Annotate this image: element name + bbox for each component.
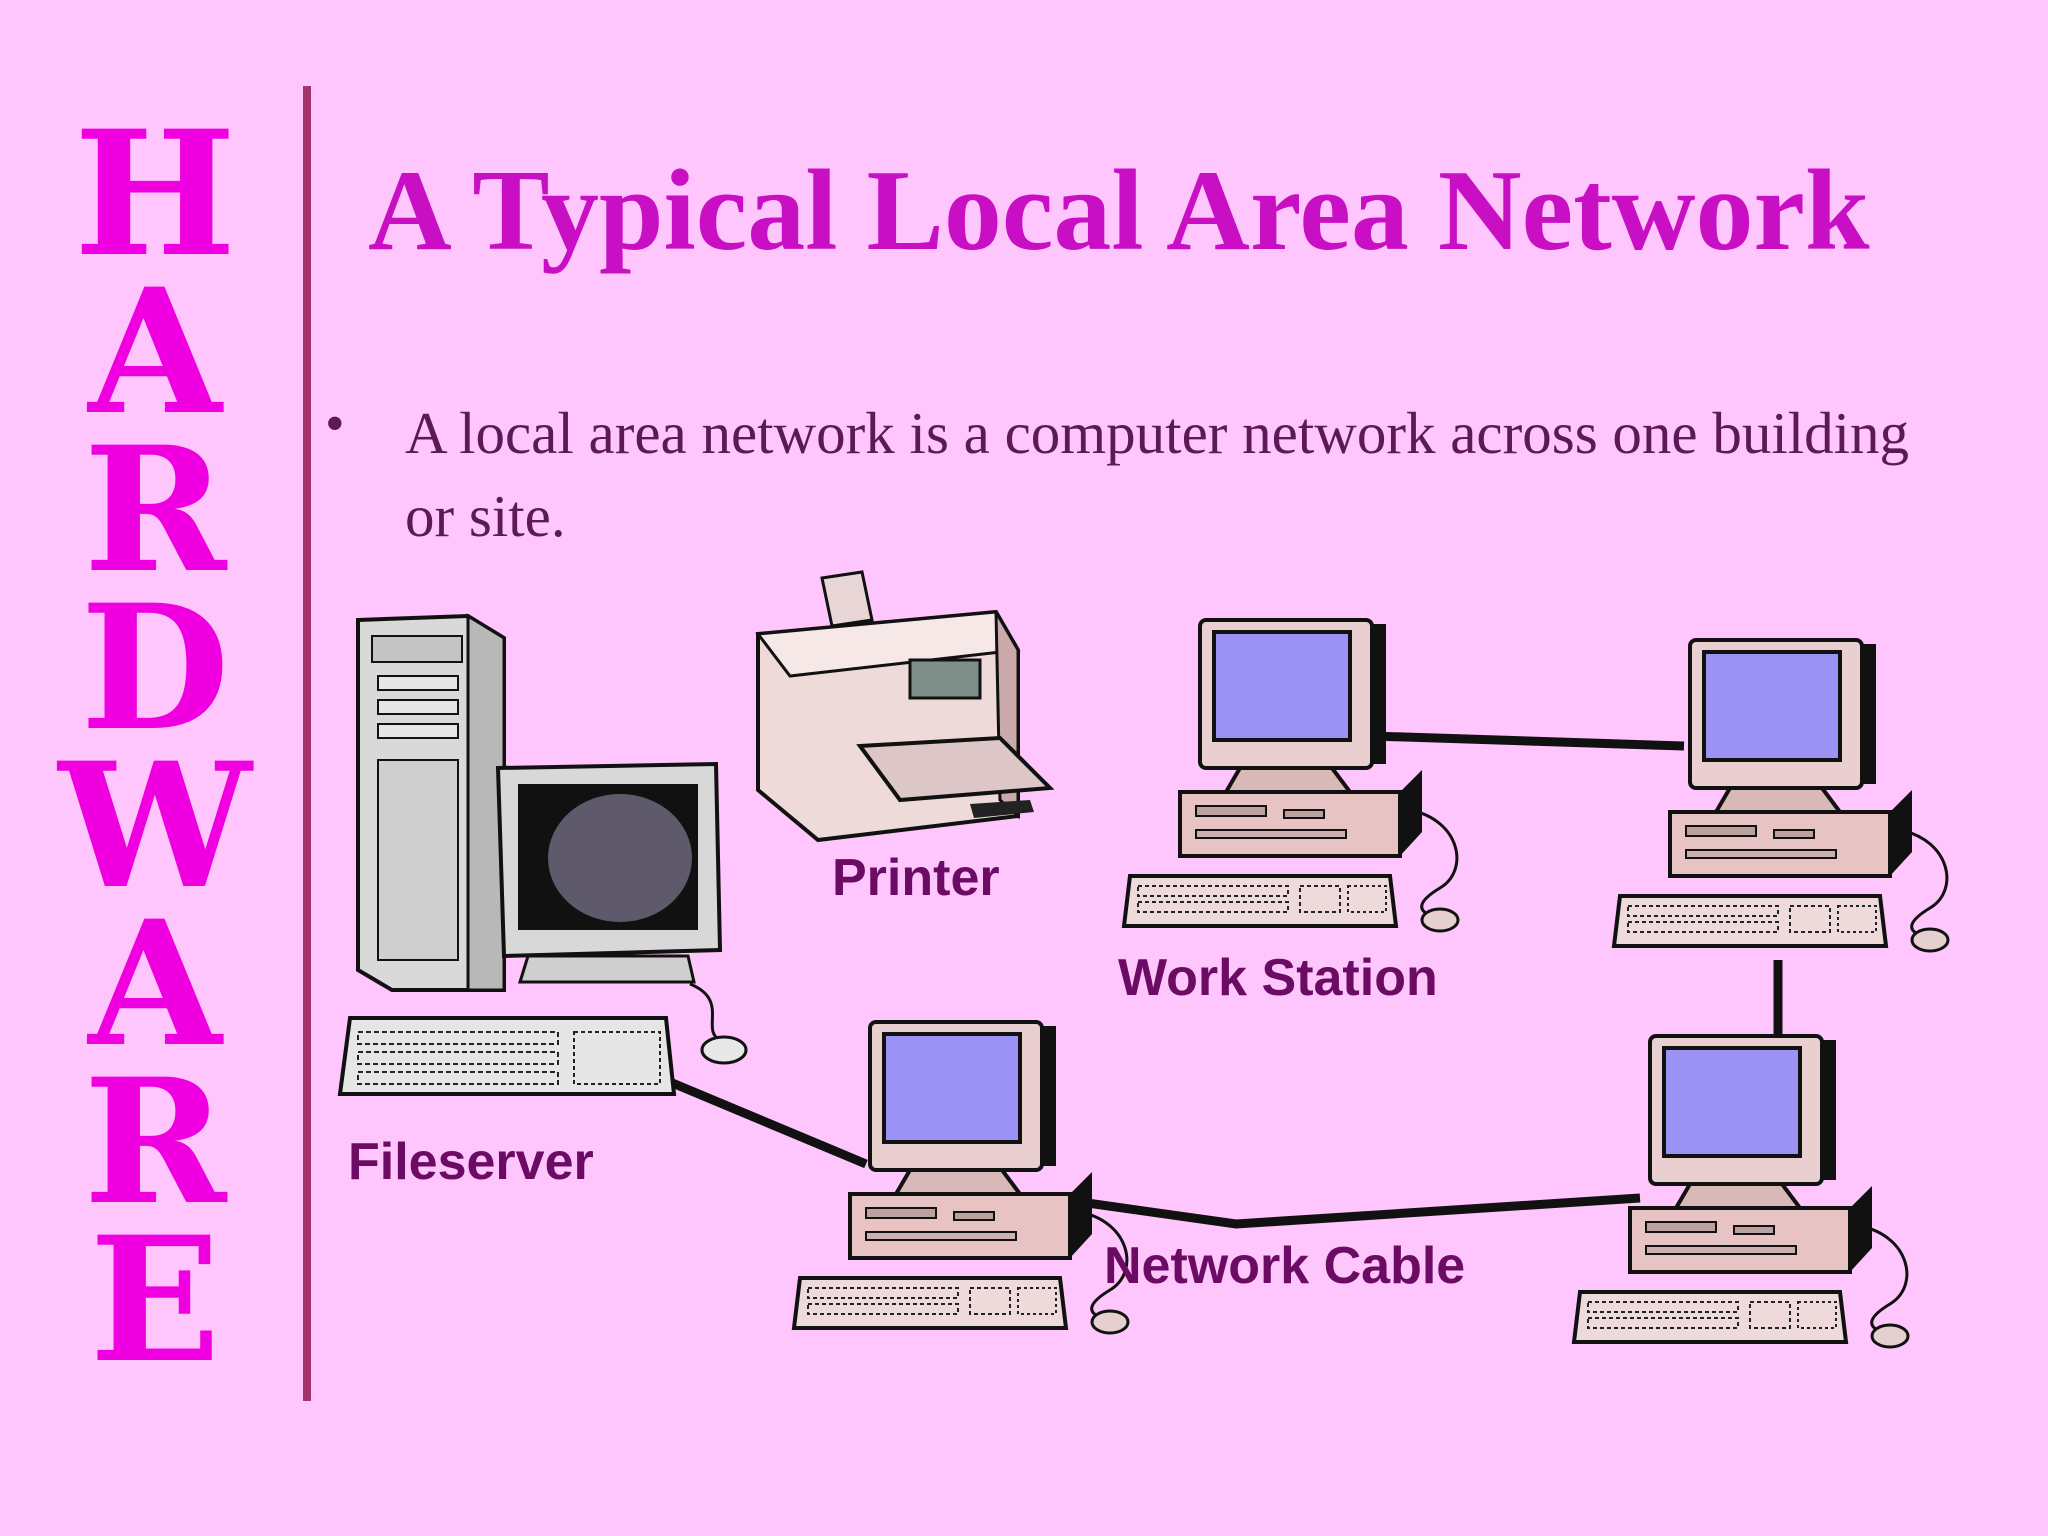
sidebar-letter: A <box>88 882 222 1085</box>
bullet-text: A local area network is a computer netwo… <box>405 400 1910 549</box>
sidebar-letter: E <box>89 1198 221 1401</box>
sidebar-letter: R <box>83 1040 227 1243</box>
workstation-bottom-center <box>792 1020 1130 1335</box>
bullet-dot: • <box>325 393 345 455</box>
vertical-divider <box>303 86 311 1401</box>
workstation-label: Work Station <box>1118 949 1438 1007</box>
workstation-bottom-right <box>1572 1034 1910 1349</box>
workstation-top-left <box>1122 618 1460 933</box>
workstation-top-right <box>1612 638 1950 953</box>
fileserver-label: Fileserver <box>348 1133 594 1191</box>
fileserver-computer <box>337 613 748 1096</box>
network-cable-label: Network Cable <box>1104 1237 1466 1295</box>
sidebar-letter: R <box>83 408 227 611</box>
sidebar-letter: W <box>58 724 252 927</box>
slide-title: A Typical Local Area Network <box>368 147 1870 275</box>
sidebar-letter: H <box>73 92 237 295</box>
printer-device <box>755 570 1055 843</box>
sidebar-letter: A <box>88 250 222 453</box>
sidebar-letter: D <box>80 566 230 769</box>
network-cable <box>668 731 1783 1229</box>
printer-label: Printer <box>832 849 1000 907</box>
